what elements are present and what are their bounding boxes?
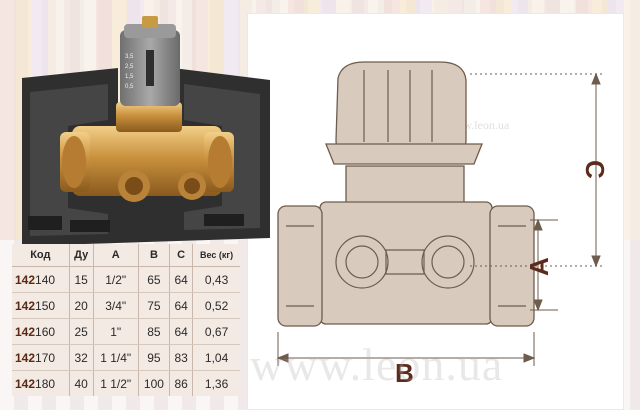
cell-b: 95 [138,344,171,371]
cell-a: 1" [93,318,139,345]
drawing-knob [335,61,467,157]
cell-a: 3/4" [93,292,139,319]
scale-mark-2: 2,5 [125,64,134,70]
cell-du: 25 [69,318,94,345]
watermark-large: www.leon.ua [250,339,504,390]
cell-du: 15 [69,266,94,293]
dimension-label-a: A [524,257,554,276]
table-row: 142140 15 1/2" 65 64 0,43 [12,266,240,293]
drawing-neck [345,165,465,205]
cell-a: 1 1/4" [93,344,139,371]
cell-weight: 1,04 [192,344,240,371]
header-weight-unit: (кг) [218,250,234,260]
spec-table-container: Код Ду A B C Вес (кг) 142140 15 1/2" 65 … [12,244,240,396]
scale-mark-1: 3,5 [125,54,134,60]
header-du: Ду [69,244,94,267]
cell-c: 64 [169,318,194,345]
header-weight: Вес (кг) [192,244,240,267]
technical-drawing: C A B [276,61,610,388]
dimension-label-b: B [395,358,414,388]
valve-product-image: 3,5 2,5 1,5 0,5 [22,16,270,246]
cell-a: 1/2" [93,266,139,293]
code-prefix: 142 [15,376,36,391]
cell-c: 64 [169,266,194,293]
scale-mark-4: 0,5 [125,84,134,90]
cell-du: 40 [69,370,94,396]
table-row: 142160 25 1" 85 64 0,67 [12,318,240,345]
cell-a: 1 1/2" [93,370,139,396]
drawing-left-fitting [277,205,323,327]
header-b: B [138,244,171,267]
cell-b: 65 [138,266,171,293]
code-suffix: 140 [35,272,56,287]
spec-table-header-row: Код Ду A B C Вес (кг) [12,244,240,267]
header-a: A [93,244,139,267]
table-row: 142170 32 1 1/4" 95 83 1,04 [12,344,240,371]
cell-code: 142160 [12,318,70,345]
cell-c: 64 [169,292,194,319]
cell-weight: 1,36 [204,376,229,391]
cell-b: 85 [138,318,171,345]
code-suffix: 150 [35,298,56,313]
scale-mark-3: 1,5 [125,74,134,80]
cell-weight: 0,52 [192,292,240,319]
cell-du: 20 [69,292,94,319]
table-row: 142180 40 1 1/2" 100 86 1,36 [12,370,240,396]
code-suffix: 170 [35,350,56,365]
cell-code: 142140 [12,266,70,293]
code-prefix: 142 [15,324,36,339]
cell-weight: 0,67 [192,318,240,345]
cell-code: 142150 [12,292,70,319]
spec-table: Код Ду A B C Вес (кг) 142140 15 1/2" 65 … [12,244,240,396]
cell-b: 100 [138,370,171,396]
code-suffix: 180 [35,376,56,391]
cell-c: 83 [169,344,194,371]
cell-code: 142170 [12,344,70,371]
dimension-label-c: C [580,160,610,179]
header-weight-label: Вес [200,250,217,260]
header-c: C [169,244,194,267]
cell-weight: 0,43 [192,266,240,293]
header-code: Код [12,244,70,267]
code-suffix: 160 [35,324,56,339]
code-prefix: 142 [15,272,36,287]
cell-c: 86 [169,370,194,396]
cell-code: 142180 [12,370,70,396]
code-prefix: 142 [15,298,36,313]
cell-du: 32 [69,344,94,371]
code-prefix: 142 [15,350,36,365]
cell-b: 75 [138,292,171,319]
table-row: 142150 20 3/4" 75 64 0,52 [12,292,240,319]
